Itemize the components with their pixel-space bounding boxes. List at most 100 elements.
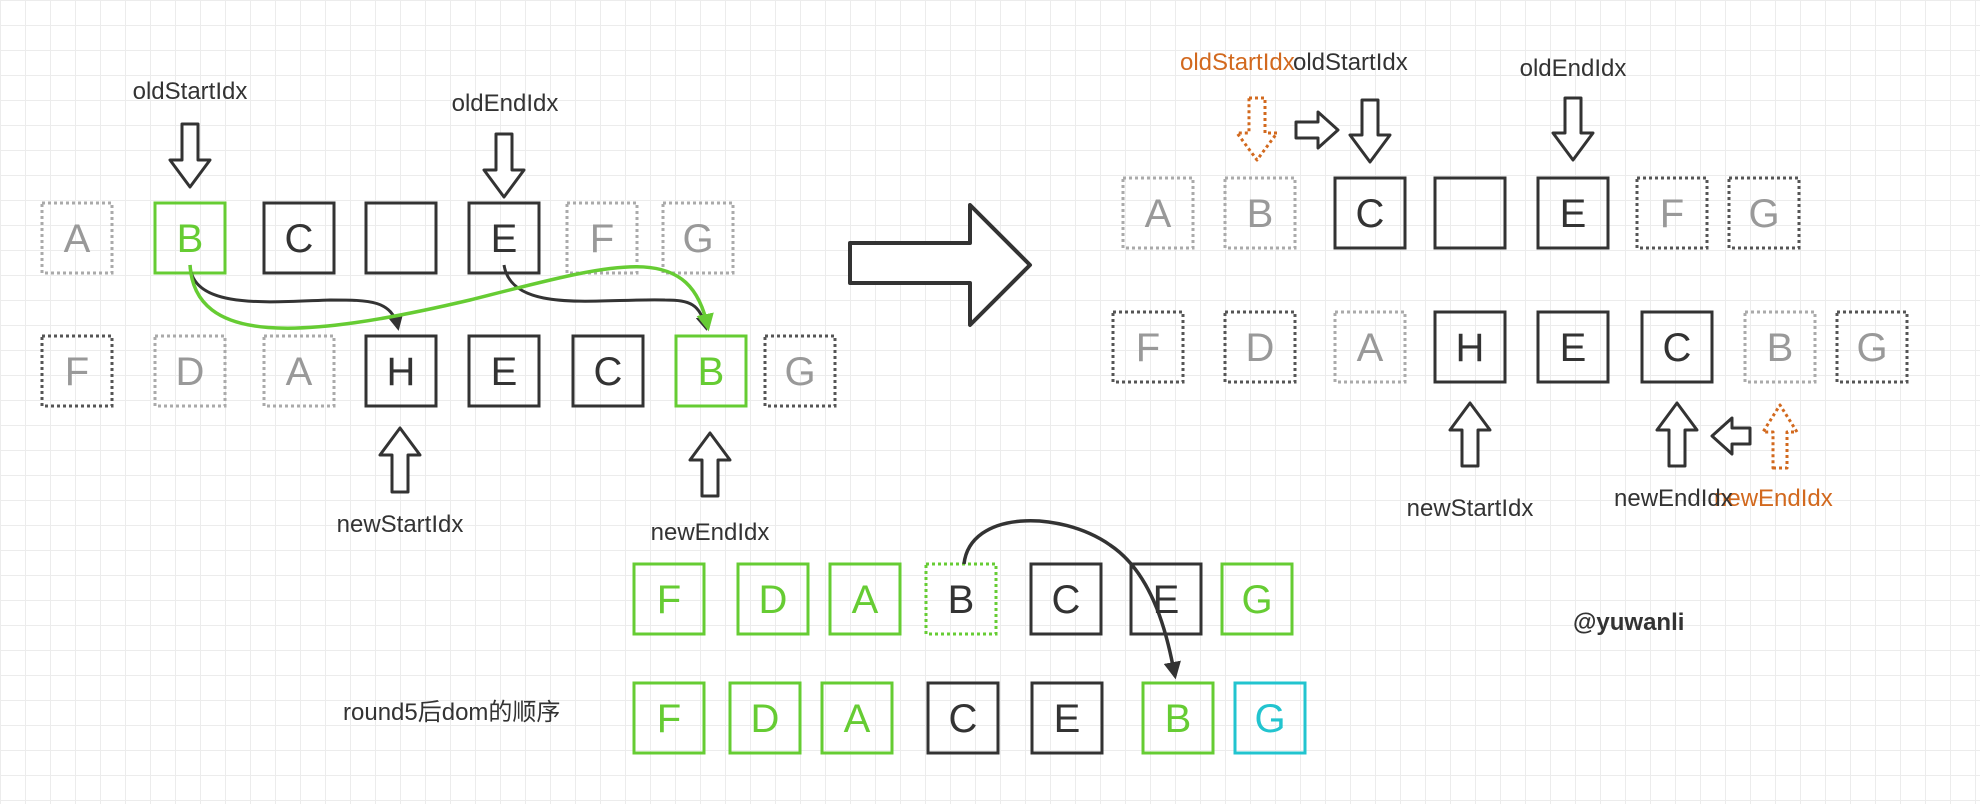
- node-border: [1835, 310, 1909, 384]
- node-box: B: [1743, 310, 1817, 384]
- dom-b-move-connector: [962, 519, 1181, 680]
- node-border: [565, 201, 639, 275]
- node-label: D: [759, 578, 788, 622]
- move-left-pointer-arrow: [1710, 416, 1752, 456]
- old-end-pointer-arrow: [482, 132, 526, 199]
- node-box: C: [262, 201, 336, 275]
- node-border: [926, 681, 1000, 755]
- node-border: [153, 334, 227, 408]
- node-border: [40, 334, 114, 408]
- node-label: F: [65, 350, 89, 394]
- node-border: [820, 681, 894, 755]
- node-label: D: [1246, 326, 1275, 370]
- node-border: [674, 334, 748, 408]
- node-label: C: [949, 697, 978, 741]
- node-box: A: [262, 334, 336, 408]
- node-border: [1536, 310, 1610, 384]
- node-label: G: [1254, 697, 1285, 741]
- node-label: E: [491, 350, 518, 394]
- node-box: E: [1129, 562, 1203, 636]
- node-box: E: [1536, 310, 1610, 384]
- node-label: C: [285, 217, 314, 261]
- node-box: E: [1030, 681, 1104, 755]
- node-border: [1743, 310, 1817, 384]
- node-box: A: [828, 562, 902, 636]
- node-label: B: [1247, 192, 1274, 236]
- node-border: [632, 681, 706, 755]
- node-box: F: [1635, 176, 1709, 250]
- node-box: A: [40, 201, 114, 275]
- old-start-label: oldStartIdx: [133, 78, 248, 105]
- old-end-pointer-arrow-right: [1551, 96, 1595, 162]
- node-label: G: [682, 217, 713, 261]
- node-label: F: [1660, 192, 1684, 236]
- node-box: G: [1220, 562, 1294, 636]
- node-label: F: [1136, 326, 1160, 370]
- node-border: [262, 201, 336, 275]
- node-border: [1233, 681, 1307, 755]
- node-label: B: [698, 350, 725, 394]
- node-border: [1030, 681, 1104, 755]
- node-box: B: [153, 201, 227, 275]
- node-border: [364, 201, 438, 275]
- node-border: [1121, 176, 1195, 250]
- old-end-label-right: oldEndIdx: [1520, 55, 1627, 82]
- old-start-pointer-arrow: [168, 122, 212, 189]
- new-start-pointer-arrow-right: [1448, 401, 1492, 468]
- node-label: C: [1356, 192, 1385, 236]
- node-border: [1220, 562, 1294, 636]
- prev-new-end-label: newEndIdx: [1714, 485, 1833, 512]
- node-label: A: [1145, 192, 1172, 236]
- new-end-pointer-arrow: [688, 431, 732, 498]
- node-border: [1433, 310, 1507, 384]
- b-to-h-connector: [188, 264, 403, 331]
- node-label: F: [590, 217, 614, 261]
- node-label: G: [784, 350, 815, 394]
- b-to-new-b-green-connector: [188, 264, 714, 332]
- new-start-label-right: newStartIdx: [1407, 495, 1534, 522]
- node-label: F: [657, 697, 681, 741]
- node-border: [1727, 176, 1801, 250]
- node-border: [1333, 176, 1407, 250]
- node-label: G: [1241, 578, 1272, 622]
- node-border: [763, 334, 837, 408]
- node-label: B: [177, 217, 204, 261]
- node-label: E: [1153, 578, 1180, 622]
- node-label: C: [594, 350, 623, 394]
- node-box: C: [1333, 176, 1407, 250]
- node-border: [1223, 310, 1297, 384]
- node-label: B: [1165, 697, 1192, 741]
- node-border: [467, 201, 541, 275]
- node-label: B: [948, 578, 975, 622]
- node-border: [40, 201, 114, 275]
- node-label: A: [844, 697, 871, 741]
- old-start-pointer-arrow-right: [1348, 98, 1392, 164]
- node-label: E: [1054, 697, 1081, 741]
- node-border: [1111, 310, 1185, 384]
- new-end-label-right: newEndIdx: [1614, 485, 1733, 512]
- new-end-pointer-arrow-right: [1655, 401, 1699, 468]
- node-label: E: [491, 217, 518, 261]
- node-box: C: [1640, 310, 1714, 384]
- node-box: A: [1333, 310, 1407, 384]
- node-box: H: [1433, 310, 1507, 384]
- prev-old-start-pointer-arrow: [1235, 96, 1279, 162]
- node-border: [736, 562, 810, 636]
- node-border: [1433, 176, 1507, 250]
- node-box: B: [1223, 176, 1297, 250]
- node-label: G: [1856, 326, 1887, 370]
- node-box: B: [674, 334, 748, 408]
- node-box: E: [467, 334, 541, 408]
- node-label: E: [1560, 326, 1587, 370]
- node-border: [262, 334, 336, 408]
- node-border: [1223, 176, 1297, 250]
- node-label: H: [387, 350, 416, 394]
- node-box: D: [728, 681, 802, 755]
- node-label: D: [176, 350, 205, 394]
- node-box: G: [763, 334, 837, 408]
- node-label: A: [286, 350, 313, 394]
- prev-new-end-pointer-arrow: [1761, 403, 1799, 470]
- new-start-label: newStartIdx: [337, 511, 464, 538]
- old-end-label: oldEndIdx: [452, 90, 559, 117]
- node-box: E: [467, 201, 541, 275]
